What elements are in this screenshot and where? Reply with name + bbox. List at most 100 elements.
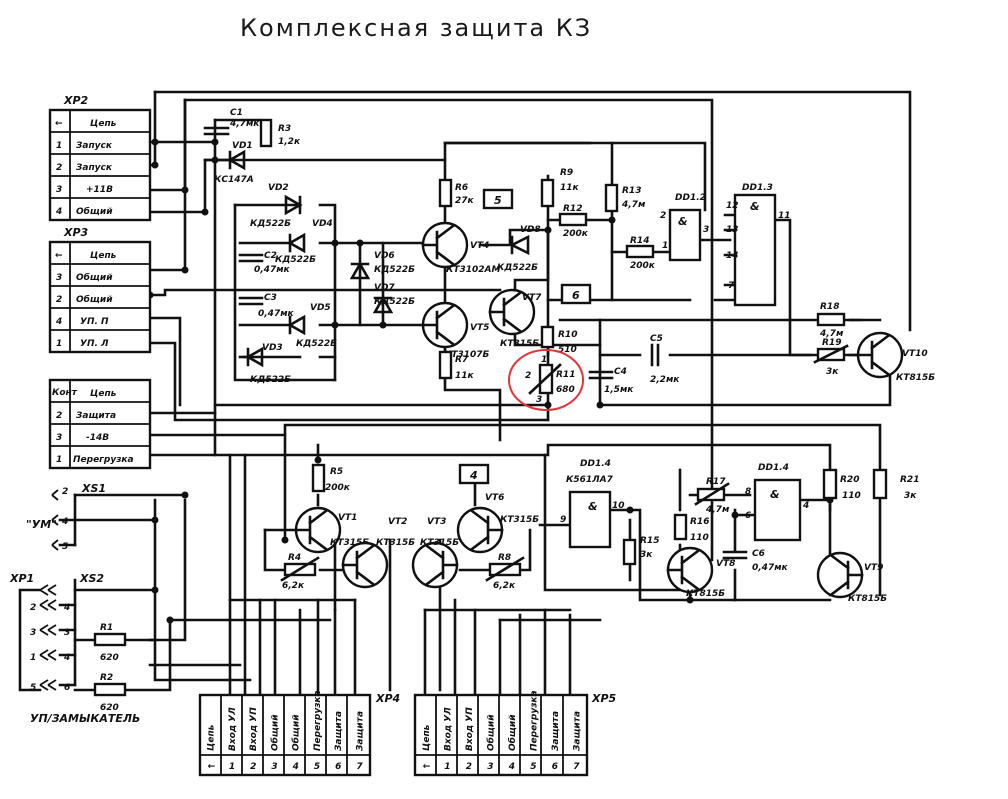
svg-text:2: 2 (660, 211, 666, 221)
svg-text:КТ3107Б: КТ3107Б (444, 350, 490, 360)
svg-text:1: 1 (56, 455, 62, 465)
svg-text:680: 680 (556, 385, 575, 395)
svg-text:R3: R3 (278, 124, 291, 134)
xp4cols-num-2: 2 (250, 762, 256, 772)
svg-text:УП. Л: УП. Л (80, 339, 109, 349)
tag-4: 4 (458, 463, 490, 485)
svg-text:C4: C4 (614, 367, 627, 377)
xp4cols-num-7: 7 (356, 762, 363, 772)
svg-text:3: 3 (56, 273, 62, 283)
svg-text:3: 3 (703, 225, 709, 235)
svg-text:R21: R21 (900, 475, 919, 485)
xp5cols-col-6: Защита (551, 711, 561, 751)
svg-text:Запуск: Запуск (76, 163, 113, 173)
svg-text:Цепь: Цепь (90, 389, 117, 399)
svg-text:КТ315Б: КТ315Б (500, 515, 539, 525)
svg-text:2: 2 (56, 163, 62, 173)
svg-text:УП/ЗАМЫКАТЕЛЬ: УП/ЗАМЫКАТЕЛЬ (30, 712, 140, 725)
svg-text:КТ815Б: КТ815Б (896, 373, 935, 383)
svg-text:11: 11 (778, 211, 791, 221)
svg-text:DD1.4: DD1.4 (758, 463, 789, 473)
svg-text:КТ315Б: КТ315Б (420, 538, 459, 548)
svg-text:VD4: VD4 (312, 219, 333, 229)
svg-text:1: 1 (30, 653, 36, 663)
xp5cols-num-3: 3 (487, 762, 493, 772)
svg-text:XP2: XP2 (63, 94, 89, 107)
svg-text:2: 2 (56, 411, 62, 421)
svg-text:C3: C3 (264, 293, 277, 303)
svg-text:200к: 200к (630, 261, 656, 271)
svg-text:3: 3 (536, 395, 542, 405)
svg-text:КТ815Б: КТ815Б (848, 594, 887, 604)
svg-text:1: 1 (662, 241, 668, 251)
svg-text:11к: 11к (455, 371, 475, 381)
svg-text:110: 110 (842, 491, 861, 501)
xp5cols-col-3: Общий (485, 714, 496, 751)
svg-text:R2: R2 (100, 673, 113, 683)
svg-text:3: 3 (30, 628, 36, 638)
svg-text:КД522Б: КД522Б (296, 339, 337, 349)
svg-text:КД522Б: КД522Б (275, 255, 316, 265)
xp5cols-col-2: Вход УП (465, 707, 475, 751)
svg-text:C5: C5 (650, 334, 663, 344)
svg-text:+11В: +11В (86, 185, 113, 195)
svg-text:КД522Б: КД522Б (497, 263, 538, 273)
c2: C2 0,47мк (238, 251, 291, 275)
svg-text:КД522Б: КД522Б (374, 297, 415, 307)
svg-text:R4: R4 (288, 553, 301, 563)
svg-text:5: 5 (62, 542, 68, 552)
svg-text:C2: C2 (264, 251, 277, 261)
svg-text:R11: R11 (556, 370, 575, 380)
svg-text:R20: R20 (840, 475, 859, 485)
svg-text:VT7: VT7 (522, 293, 542, 303)
xp5cols-num-7: 7 (573, 762, 580, 772)
svg-text:R17: R17 (706, 477, 726, 487)
tag-6: 6 (560, 283, 592, 305)
svg-text:VD7: VD7 (374, 283, 395, 293)
svg-text:←: ← (55, 251, 63, 261)
svg-text:2,2мк: 2,2мк (650, 375, 680, 385)
xp5cols-col-5: Перегрузка (529, 690, 539, 751)
xp5cols-col-4: Общий (507, 714, 518, 751)
svg-text:1,2к: 1,2к (278, 137, 301, 147)
c6: C60,47мк (722, 549, 789, 573)
svg-text:VD1: VD1 (232, 141, 253, 151)
svg-text:2: 2 (30, 603, 36, 613)
svg-text:620: 620 (100, 653, 119, 663)
svg-text:6: 6 (64, 683, 70, 693)
svg-text:3: 3 (56, 185, 62, 195)
xp4cols-col-4: Общий (291, 714, 302, 751)
svg-text:4: 4 (55, 317, 62, 327)
svg-text:110: 110 (690, 533, 709, 543)
svg-text:1,5мк: 1,5мк (604, 385, 634, 395)
svg-text:510: 510 (558, 345, 577, 355)
svg-text:VD5: VD5 (310, 303, 331, 313)
svg-text:200к: 200к (325, 483, 351, 493)
socket-xs2: XP1 XS2 2 4 3 3 1 4 5 6 УП/ЗАМЫКАТЕЛЬ (9, 572, 140, 725)
xp4cols-col-3: Общий (269, 714, 280, 751)
svg-text:6,2к: 6,2к (282, 581, 305, 591)
red-highlight-circle (508, 349, 584, 411)
svg-text:DD1.3: DD1.3 (742, 183, 773, 193)
svg-text:0,47мк: 0,47мк (254, 265, 291, 275)
svg-text:4,7мк: 4,7мк (229, 119, 260, 129)
svg-text:VT6: VT6 (485, 493, 504, 503)
svg-text:VD6: VD6 (374, 251, 395, 261)
svg-text:-14В: -14В (86, 433, 109, 443)
xp4cols-col-5: Перегрузка (313, 690, 323, 751)
